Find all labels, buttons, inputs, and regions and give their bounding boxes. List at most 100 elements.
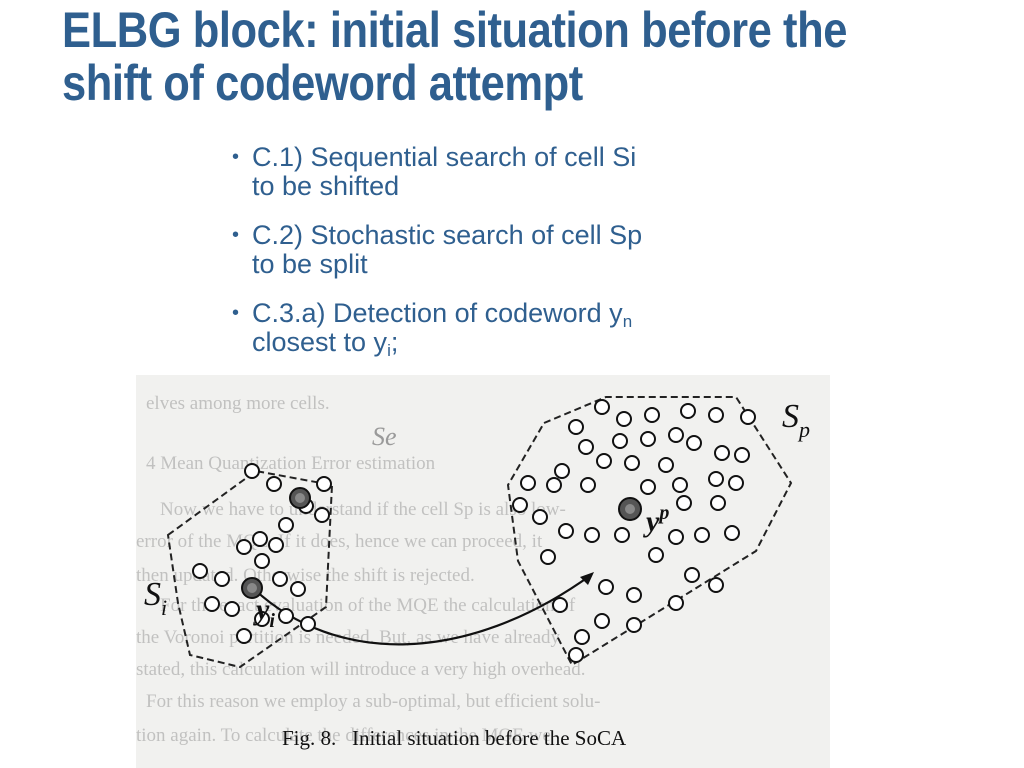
data-point: [684, 567, 700, 583]
data-point: [728, 475, 744, 491]
bullet-item: • C.1) Sequential search of cell Si to b…: [230, 143, 790, 201]
label-si-subscript: i: [161, 595, 167, 620]
background-page-text: elves among more cells. 4 Mean Quantizat…: [136, 393, 601, 746]
bullet-text-line-1: C.1) Sequential search of cell Si: [252, 142, 637, 172]
bullet-dot-icon: •: [232, 302, 240, 324]
data-point: [574, 629, 590, 645]
data-point: [532, 509, 548, 525]
bullet-item: • C.2) Stochastic search of cell Sp to b…: [230, 221, 790, 279]
label-yi-subscript: i: [269, 610, 275, 632]
label-sp: Sp: [782, 398, 810, 442]
label-si-letter: S: [144, 576, 161, 613]
data-point: [214, 571, 230, 587]
data-point: [740, 409, 756, 425]
data-point: [686, 435, 702, 451]
data-point: [668, 427, 684, 443]
bullet-text-line-2: to be shifted: [252, 171, 400, 201]
data-point: [314, 507, 330, 523]
data-point: [252, 531, 268, 547]
data-point: [668, 529, 684, 545]
background-text-line: Now we have to understand if the cell Sp…: [160, 499, 566, 520]
data-point: [624, 455, 640, 471]
codeword-yp: [618, 497, 642, 521]
label-sp-letter: S: [782, 398, 799, 435]
data-point: [554, 463, 570, 479]
data-point: [244, 463, 260, 479]
data-point: [680, 403, 696, 419]
background-text-line: tion again. To calculate the differences…: [136, 725, 551, 746]
bullet-text-tail: ;: [390, 327, 399, 357]
background-text-line: stated, this calculation will introduce …: [136, 659, 586, 680]
data-point: [300, 616, 316, 632]
subscript: i: [387, 341, 391, 360]
data-point: [278, 608, 294, 624]
label-sp-subscript: p: [797, 417, 810, 442]
data-point: [640, 431, 656, 447]
data-point: [254, 611, 270, 627]
data-point: [708, 471, 724, 487]
bullet-item: • C.3.a) Detection of codeword yn closes…: [230, 299, 790, 360]
data-point: [272, 571, 288, 587]
codeword-yi: [241, 577, 263, 599]
data-point: [640, 479, 656, 495]
data-point: [598, 579, 614, 595]
handwritten-annotation: Se: [372, 422, 397, 451]
background-text-line: elves among more cells.: [146, 393, 330, 414]
data-point: [708, 407, 724, 423]
data-point: [578, 439, 594, 455]
data-point: [626, 617, 642, 633]
data-point: [676, 495, 692, 511]
codeword-dot-center: [247, 583, 257, 593]
bullet-text-line-2: closest to yi;: [252, 327, 790, 360]
label-yp-letter: y: [643, 505, 660, 538]
data-point: [568, 647, 584, 663]
data-point: [290, 581, 306, 597]
bullet-dot-icon: •: [232, 224, 240, 246]
data-point: [558, 523, 574, 539]
bullet-dot-icon: •: [232, 146, 240, 168]
background-text-line: error of the MQE. If it does, hence we c…: [136, 531, 543, 552]
background-text-line: the Voronoi partition is needed. But, as…: [136, 627, 561, 648]
scanned-figure: elves among more cells. 4 Mean Quantizat…: [136, 375, 830, 768]
bullet-list: • C.1) Sequential search of cell Si to b…: [230, 143, 790, 377]
bullet-text-line-1: C.2) Stochastic search of cell Sp: [252, 220, 643, 250]
data-point: [668, 595, 684, 611]
label-yi-letter: y: [253, 593, 270, 626]
data-point: [724, 525, 740, 541]
data-point: [268, 537, 284, 553]
cell-sp-points: [512, 399, 756, 663]
data-point: [672, 477, 688, 493]
data-point: [192, 563, 208, 579]
data-point: [708, 577, 724, 593]
label-yi: yi: [253, 593, 275, 632]
data-point: [512, 497, 528, 513]
label-yp-subscript: p: [657, 502, 669, 524]
figure-drawing: elves among more cells. 4 Mean Quantizat…: [136, 393, 810, 750]
label-si: Si: [144, 576, 167, 620]
data-point: [616, 411, 632, 427]
cell-sp-boundary: [506, 396, 793, 667]
data-point: [316, 476, 332, 492]
data-point: [236, 628, 252, 644]
subscript: n: [622, 312, 633, 331]
background-text-line: then updated. Otherwise the shift is rej…: [136, 565, 475, 586]
background-text-line: 4 Mean Quantization Error estimation: [146, 453, 436, 474]
data-point: [714, 445, 730, 461]
codeword-dot-center: [295, 493, 305, 503]
data-point: [546, 477, 562, 493]
background-text-line: For the exact evaluation of the MQE the …: [160, 595, 576, 616]
figure-labels: Si yi Sp yp: [144, 398, 810, 632]
data-point: [580, 477, 596, 493]
slide-title-line-1: ELBG block: initial situation before the: [62, 2, 847, 58]
data-point: [520, 475, 536, 491]
slide-title: ELBG block: initial situation before the…: [62, 4, 897, 110]
data-point: [734, 447, 750, 463]
data-point: [710, 495, 726, 511]
bullet-text-line-2: to be split: [252, 249, 368, 279]
data-point: [596, 453, 612, 469]
data-point: [612, 433, 628, 449]
bullet-text-line-1: C.3.a) Detection of codeword yn: [252, 299, 790, 331]
data-point: [594, 399, 610, 415]
arrow-head-icon: [580, 572, 594, 585]
